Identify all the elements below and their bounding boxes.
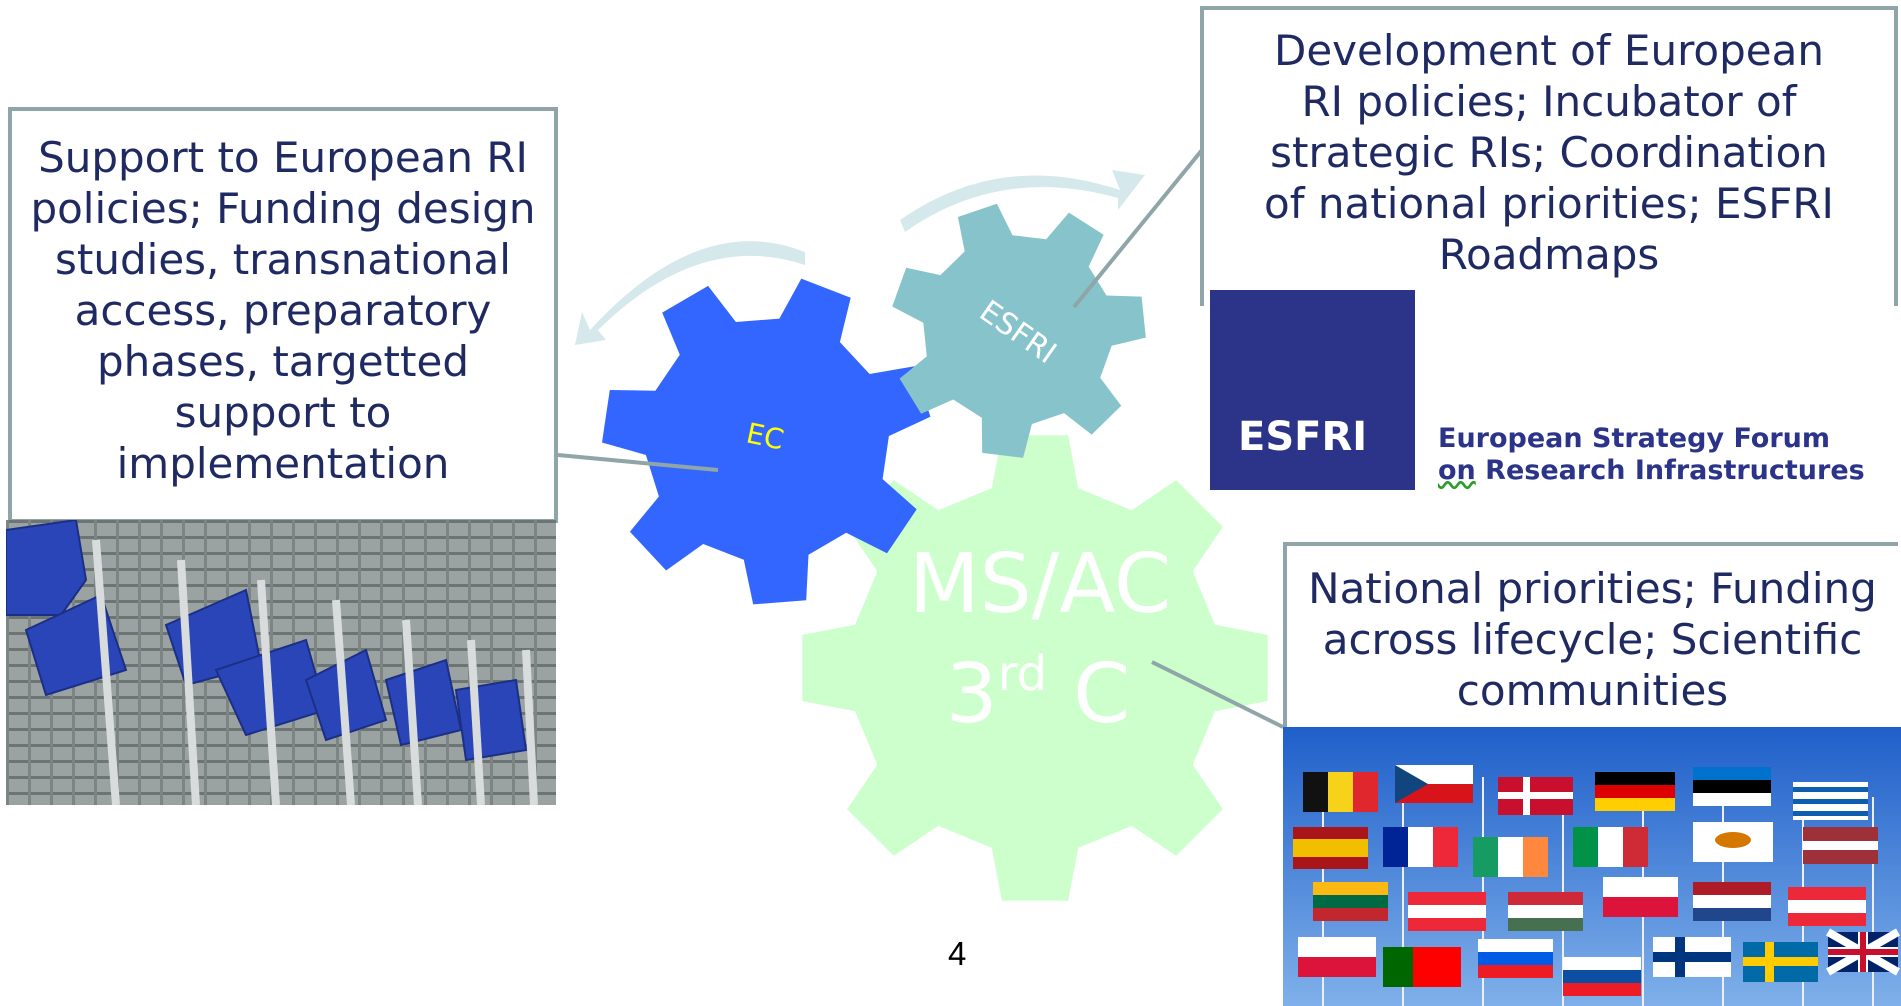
ms-gear-shape (802, 435, 1268, 901)
callout-esfri-role: Development of European RI policies; Inc… (1200, 6, 1898, 306)
callout-line: National priorities; Funding (1308, 564, 1877, 613)
national-flags-photo (1283, 727, 1901, 1006)
esfri-logo-line2-rest: Research Infrastructures (1475, 455, 1865, 486)
callout-line: Support to European RI (38, 133, 528, 182)
callout-line: Development of European (1274, 26, 1824, 75)
connector-line-ec (557, 453, 719, 472)
connector-line-esfri (1072, 148, 1204, 309)
page-number: 4 (948, 935, 967, 972)
esfri-gear (892, 203, 1146, 458)
callout-line: access, preparatory (74, 286, 492, 335)
esfri-logo-line2-word: on (1438, 455, 1476, 486)
callout-line: across lifecycle; Scientific (1322, 615, 1863, 664)
esfri-logo-fullname: European Strategy Forum on Research Infr… (1438, 423, 1865, 487)
ec-gear (602, 278, 931, 605)
callout-line: studies, transnational (55, 235, 511, 284)
callout-line: of national priorities; ESFRI (1264, 179, 1834, 228)
callout-line: Roadmaps (1438, 230, 1660, 279)
curved-arrow-esfri (900, 170, 1145, 232)
callout-ec-role: Support to European RI policies; Funding… (8, 107, 558, 523)
esfri-logo-acronym: ESFRI (1238, 414, 1368, 460)
callout-line: support to (174, 388, 392, 437)
callout-ms-role: National priorities; Funding across life… (1283, 542, 1898, 732)
esfri-gear-shape (892, 203, 1146, 458)
ec-gear-shape (602, 278, 931, 605)
ms-ac-gear (802, 435, 1268, 901)
ms-gear-label-line2-sup: rd (998, 646, 1047, 702)
curved-arrow-ec (575, 241, 805, 345)
ms-gear-label-line1: MS/AC (909, 537, 1171, 632)
callout-line: RI policies; Incubator of (1301, 77, 1797, 126)
esfri-logo: ESFRI European Strategy Forum on Researc… (1210, 290, 1890, 490)
callout-line: implementation (116, 439, 450, 488)
callout-line: policies; Funding design (30, 184, 536, 233)
ms-gear-label-line2-end: C (1047, 647, 1130, 742)
connector-line-ms (1151, 660, 1284, 729)
eu-flags-photo (6, 520, 556, 805)
esfri-logo-line2: on Research Infrastructures (1438, 455, 1865, 487)
ms-gear-label-line2: 3rd C (946, 646, 1131, 742)
ec-gear-label: EC (743, 416, 786, 456)
esfri-logo-box: ESFRI (1210, 290, 1415, 490)
callout-line: phases, targetted (97, 337, 469, 386)
ms-gear-label-line2-main: 3 (946, 647, 998, 742)
esfri-logo-line1: European Strategy Forum (1438, 423, 1831, 454)
callout-line: communities (1456, 666, 1729, 715)
callout-line: strategic RIs; Coordination (1270, 128, 1828, 177)
